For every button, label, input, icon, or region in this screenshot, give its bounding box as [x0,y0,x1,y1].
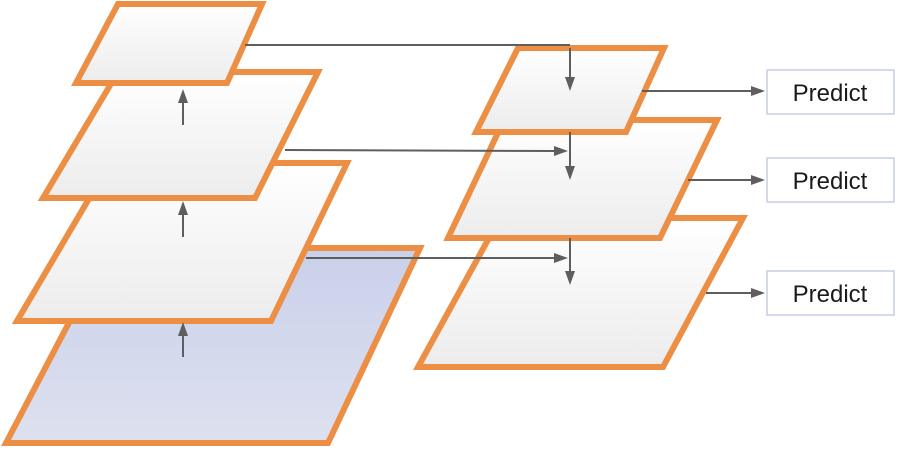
upward-arrow [178,89,188,125]
predict-box: Predict [766,157,895,203]
upward-arrow [178,201,188,237]
top-down-level-2 [443,117,722,241]
downward-arrow [565,132,575,180]
bottom-up-level-2 [37,69,323,201]
predict-box: Predict [766,69,895,115]
predict-arrow [688,175,765,185]
bottom-up-level-1 [71,0,267,86]
downward-arrow [565,48,575,91]
predict-box: Predict [766,270,895,316]
bottom-up-pyramid [1,0,425,446]
predict-arrow [706,288,765,298]
downward-arrow [565,238,575,285]
predict-label: Predict [793,168,868,195]
lateral-connection-bottom [306,253,568,263]
top-down-pyramid [412,45,749,370]
upward-arrow [178,322,188,357]
predict-label: Predict [793,80,868,107]
lateral-connection-middle [284,146,568,156]
predict-arrow [642,86,765,96]
predict-label: Predict [793,281,868,308]
